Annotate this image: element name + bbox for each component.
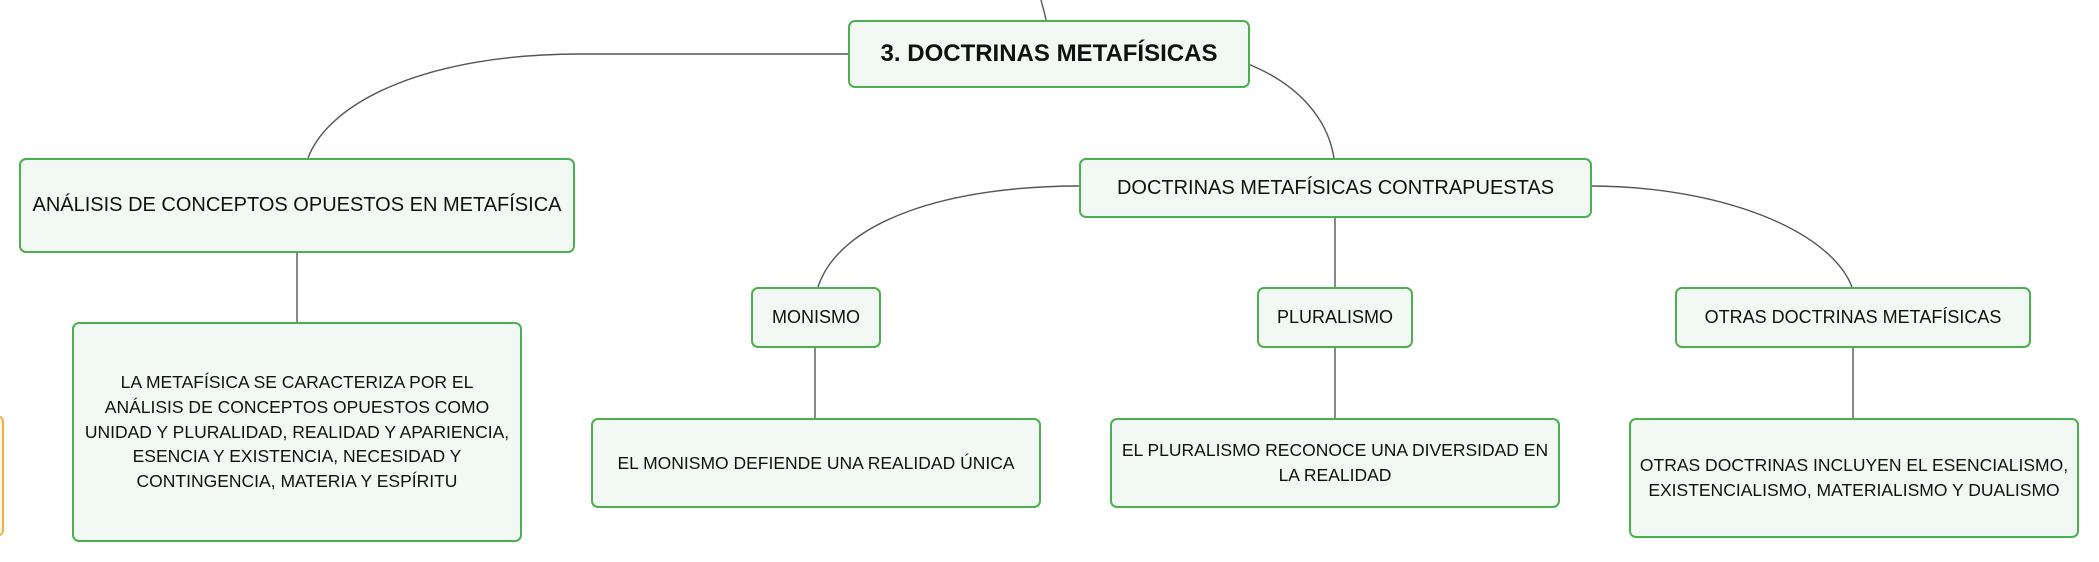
connector-root-to-left-branch — [307, 53, 848, 159]
root-node-label: 3. DOCTRINAS METAFÍSICAS — [880, 39, 1218, 67]
right-branch-node[interactable]: DOCTRINAS METAFÍSICAS CONTRAPUESTAS — [1079, 158, 1592, 218]
pluralismo-label: PLURALISMO — [1276, 306, 1394, 327]
monismo-label: MONISMO — [772, 306, 860, 327]
pluralismo-node[interactable]: PLURALISMO — [1257, 287, 1413, 348]
left-branch-node[interactable]: ANÁLISIS DE CONCEPTOS OPUESTOS EN METAFÍ… — [19, 158, 575, 253]
right-branch-label: DOCTRINAS METAFÍSICAS CONTRAPUESTAS — [1116, 176, 1555, 199]
left-branch-detail-text: LA METAFÍSICA SE CARACTERIZA POR EL ANÁL… — [84, 371, 510, 492]
monismo-detail-text: EL MONISMO DEFIENDE UNA REALIDAD ÚNICA — [617, 452, 1015, 473]
connector-root-to-right-branch — [1247, 63, 1335, 159]
connector-parent-to-root — [1040, 0, 1047, 21]
monismo-detail-node[interactable]: EL MONISMO DEFIENDE UNA REALIDAD ÚNICA — [591, 418, 1041, 508]
offscreen-node-edge — [0, 415, 4, 537]
left-branch-label: ANÁLISIS DE CONCEPTOS OPUESTOS EN METAFÍ… — [32, 194, 562, 217]
left-branch-detail-node[interactable]: LA METAFÍSICA SE CARACTERIZA POR EL ANÁL… — [72, 322, 522, 542]
otras-doctrinas-detail-text: OTRAS DOCTRINAS INCLUYEN EL ESENCIALISMO… — [1639, 455, 2069, 500]
otras-doctrinas-label: OTRAS DOCTRINAS METAFÍSICAS — [1704, 306, 2002, 327]
pluralismo-detail-node[interactable]: EL PLURALISMO RECONOCE UNA DIVERSIDAD EN… — [1110, 418, 1560, 508]
root-node[interactable]: 3. DOCTRINAS METAFÍSICAS — [848, 20, 1250, 88]
otras-doctrinas-detail-node[interactable]: OTRAS DOCTRINAS INCLUYEN EL ESENCIALISMO… — [1629, 418, 2079, 538]
connector-right-branch-to-otras — [1589, 185, 1853, 288]
otras-doctrinas-node[interactable]: OTRAS DOCTRINAS METAFÍSICAS — [1675, 287, 2031, 348]
pluralismo-detail-text: EL PLURALISMO RECONOCE UNA DIVERSIDAD EN… — [1121, 440, 1549, 485]
monismo-node[interactable]: MONISMO — [751, 287, 881, 348]
connector-right-branch-to-monismo — [817, 185, 1080, 288]
